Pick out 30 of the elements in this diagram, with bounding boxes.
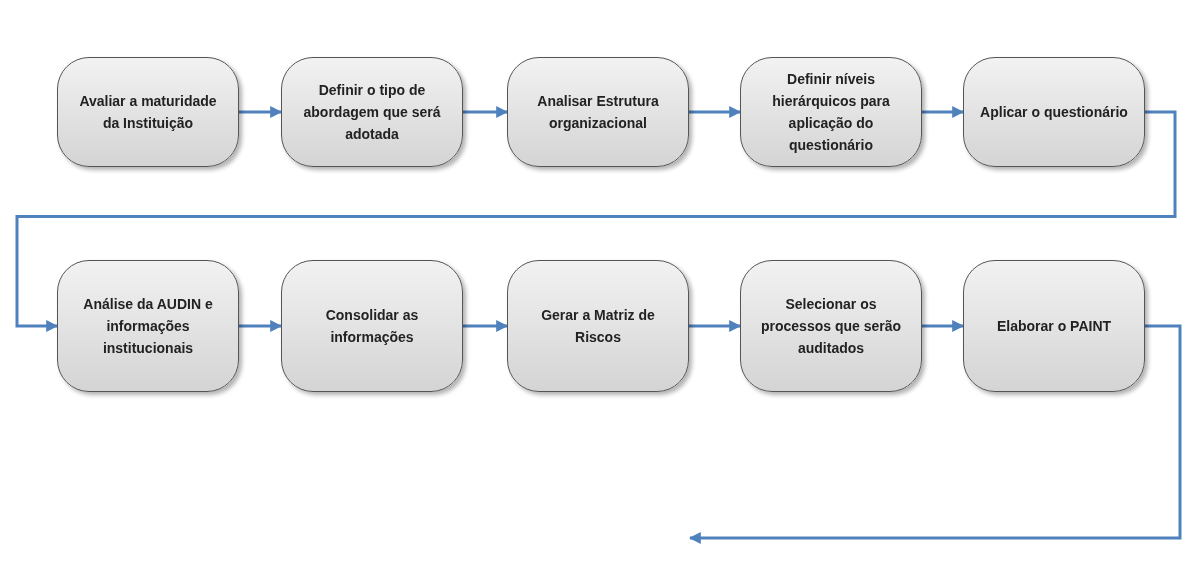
process-box	[740, 260, 922, 392]
process-box	[740, 57, 922, 167]
step-text: Definir níveis hierárquicos para aplicação do questionário	[771, 70, 891, 155]
step-text: Elaborar o PAINT	[996, 317, 1112, 336]
arrow	[15, 110, 1177, 332]
process-box	[281, 57, 463, 167]
arrow	[689, 106, 742, 118]
step-text: Selecionar os processos que serão auditados	[759, 295, 903, 358]
step-text: Aplicar o questionário	[980, 103, 1128, 122]
process-box	[57, 57, 239, 167]
process-box	[507, 57, 689, 167]
arrow	[922, 320, 965, 332]
arrow	[463, 320, 509, 332]
step-text: Avaliar a maturidade da Instituição	[78, 92, 218, 133]
arrow	[463, 106, 509, 118]
step-text: Gerar a Matriz de Riscos	[540, 306, 656, 347]
arrow	[239, 106, 283, 118]
step-text: Análise da AUDIN e informações institucionais	[82, 295, 214, 358]
arrow	[239, 320, 283, 332]
arrow	[689, 320, 742, 332]
step-text: Analisar Estrutura organizacional	[536, 92, 660, 133]
process-box	[507, 260, 689, 392]
step-text: Definir o tipo de abordagem que será adotada	[302, 81, 442, 144]
process-box	[963, 57, 1145, 167]
process-box	[281, 260, 463, 392]
process-box	[57, 260, 239, 392]
step-text: Consolidar as informações	[324, 306, 420, 347]
process-box	[963, 260, 1145, 392]
arrow	[922, 106, 965, 118]
arrow	[688, 324, 1182, 544]
